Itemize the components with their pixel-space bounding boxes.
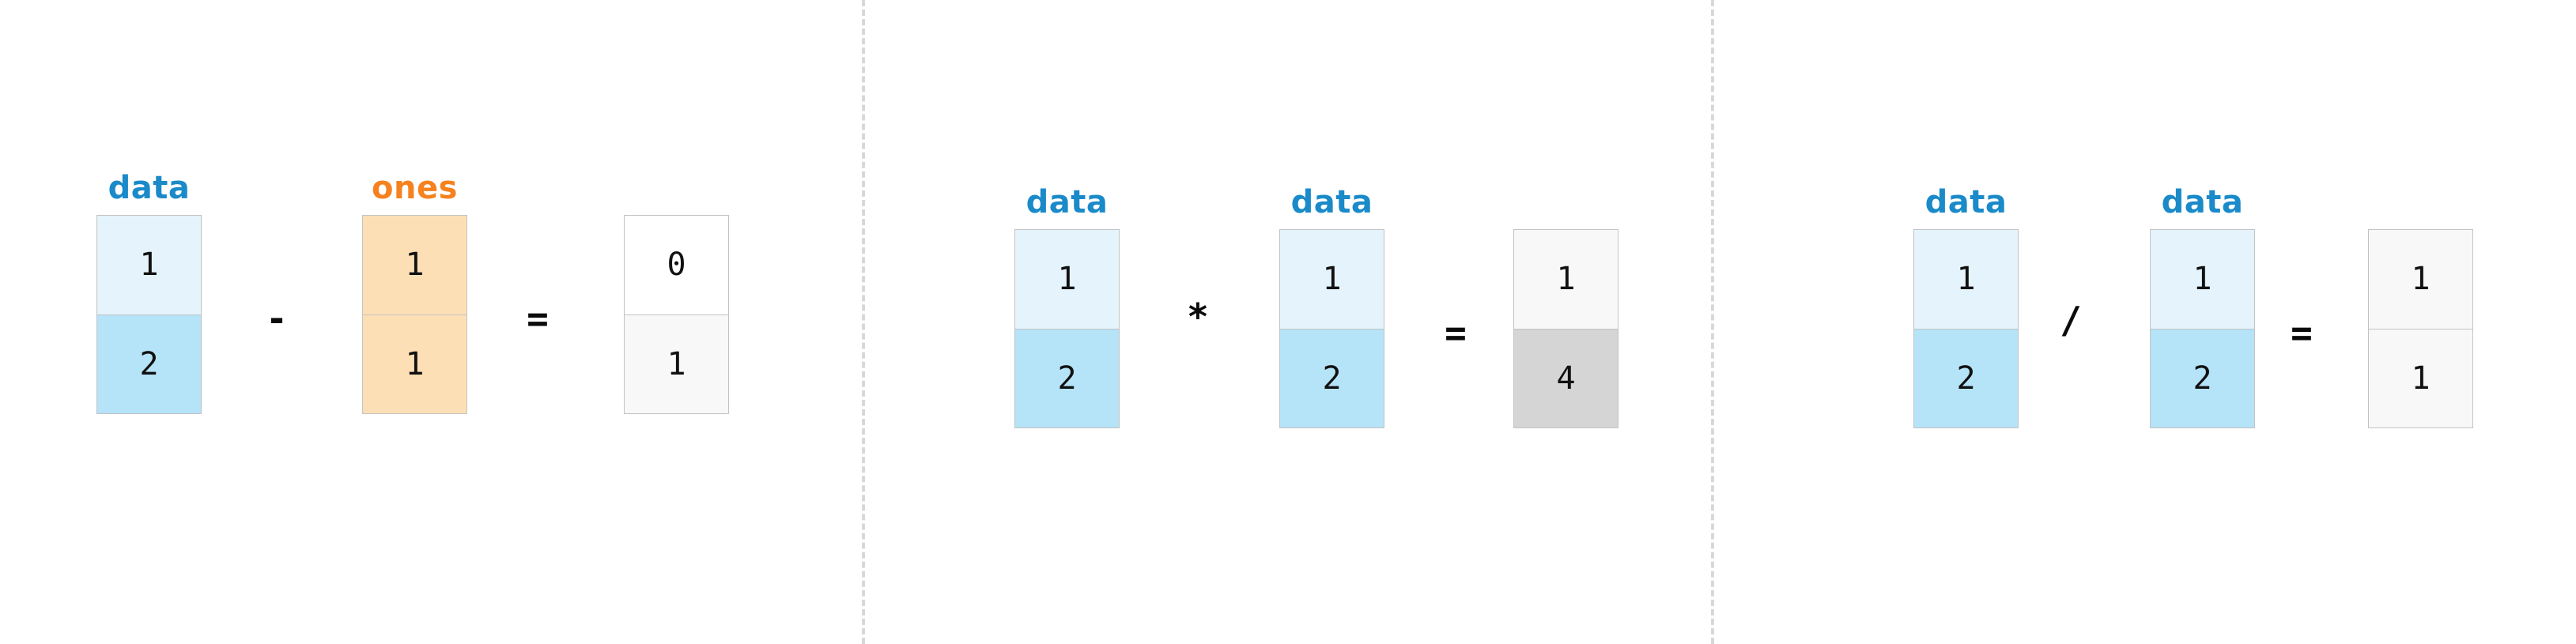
array-label-data: data [1290,184,1373,220]
panel-subtract: data 1 2 - ones 1 1 = 0 1 [0,0,862,644]
array-label-data: data [2161,184,2244,220]
array-box: 1 1 [2368,229,2473,428]
array-cell: 1 [1914,230,2018,329]
operator-equals: = [2291,311,2313,354]
array-box: 1 2 [96,215,202,414]
array-cell: 2 [2151,328,2254,427]
array-cell: 1 [363,314,466,413]
operator-equals: = [1445,311,1467,354]
array-group-data-left: data 1 2 [1014,186,1120,428]
array-box: 1 2 [1279,229,1384,428]
array-box: 1 4 [1513,229,1618,428]
array-box: 1 2 [1913,229,2019,428]
array-group-data-right: data 1 2 [2150,186,2255,428]
array-cell: 2 [1280,328,1384,427]
array-cell: 1 [2369,328,2472,427]
array-cell: 1 [2151,230,2254,329]
array-box: 1 2 [2150,229,2255,428]
array-label-data: data [1025,184,1109,220]
array-group-ones: ones 1 1 [362,172,467,414]
operator-slash: / [2060,299,2082,341]
array-group-data-left: data 1 2 [1913,186,2019,428]
operator-asterisk: * [1187,296,1209,338]
array-box: 0 1 [624,215,729,414]
array-group-data-right: data 1 2 [1279,186,1384,428]
array-group-data-left: data 1 2 [96,172,202,414]
array-group-result-subtract: 0 1 [624,215,729,414]
array-cell: 1 [1514,230,1618,329]
array-group-result-multiply: 1 4 [1513,229,1618,428]
array-cell: 1 [363,216,466,314]
array-box: 1 1 [362,215,467,414]
array-cell: 2 [1914,328,2018,427]
array-cell: 1 [1280,230,1384,329]
array-cell: 2 [97,314,201,413]
array-cell: 1 [1015,230,1119,329]
array-label-ones: ones [372,170,458,206]
panel-multiply: data 1 2 * data 1 2 = 1 4 [862,0,1711,644]
array-cell: 1 [97,216,201,314]
panel-divider-2 [1711,0,1714,644]
operator-equals: = [527,297,549,340]
panel-divide: data 1 2 / data 1 2 = 1 1 [1711,0,2576,644]
array-cell: 1 [625,314,728,413]
array-cell: 1 [2369,230,2472,329]
operator-minus: - [266,297,288,340]
array-cell: 0 [625,216,728,314]
array-label-data: data [108,170,191,206]
panel-divider-1 [862,0,865,644]
array-group-result-divide: 1 1 [2368,229,2473,428]
array-cell: 2 [1015,328,1119,427]
array-cell: 4 [1514,328,1618,427]
array-box: 1 2 [1014,229,1120,428]
array-label-data: data [1924,184,2008,220]
